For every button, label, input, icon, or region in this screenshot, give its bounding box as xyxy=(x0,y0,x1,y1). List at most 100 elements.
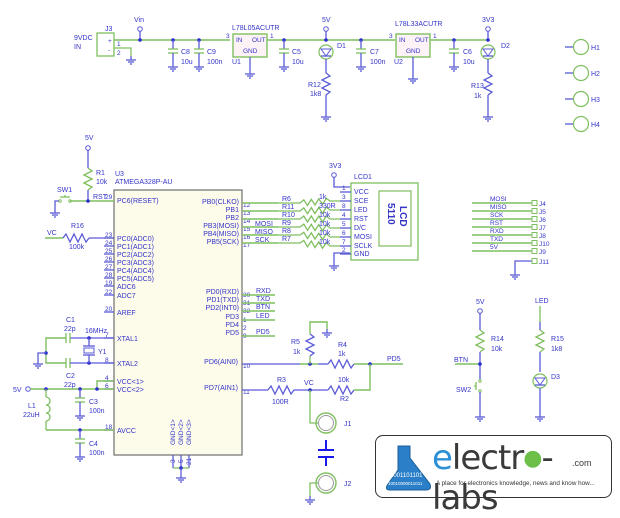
mcu-pin-number: 25 xyxy=(105,248,113,255)
resistor-r2 xyxy=(327,384,355,396)
resistor-r16 xyxy=(62,232,90,244)
j3-plus: + xyxy=(108,38,112,45)
mcu-pin-number: 22 xyxy=(105,289,113,296)
lcd-pin-name: SCE xyxy=(354,198,369,205)
lcd-pin-number: 5 xyxy=(342,221,346,228)
mcu-pin-number: 17 xyxy=(243,242,251,249)
j3-ref: J3 xyxy=(105,26,113,33)
header-gnd-wire xyxy=(514,260,532,271)
r4-value: 1k xyxy=(338,351,346,358)
l1-value: 22uH xyxy=(23,412,40,419)
header-net-label: SCK xyxy=(490,212,504,219)
lcd-pin-name: SCLK xyxy=(354,243,373,250)
lcd-pin-name: MOSI xyxy=(354,234,372,241)
led-d3 xyxy=(532,373,548,389)
vin-label: Vin xyxy=(134,17,144,24)
c4-ref: C4 xyxy=(89,441,98,448)
u1-in-label: IN xyxy=(236,37,243,44)
r15-value: 1k8 xyxy=(551,346,562,353)
led-circuit: LED R15 1k8 D3 xyxy=(532,298,564,422)
header-pin xyxy=(531,248,538,254)
c8-value: 10u xyxy=(181,59,193,66)
mcu-pin-number: 14 xyxy=(243,218,251,225)
mcu-pin-name: AVCC xyxy=(117,428,136,435)
r12-ref: R12 xyxy=(308,82,321,89)
mcu-pin-name: PD2(INT0) xyxy=(206,305,239,312)
pd6-pin-name: PD6(AIN0) xyxy=(204,359,238,366)
mcu-pin-name: XTAL2 xyxy=(117,361,138,368)
mcu-body xyxy=(113,189,243,456)
mcu-pin-name: PB5(SCK) xyxy=(207,239,239,246)
c7-value: 100n xyxy=(370,59,386,66)
header-pin-ref: J4 xyxy=(539,201,546,208)
chip-icon: ● xyxy=(523,446,542,471)
j3-connector xyxy=(96,32,115,57)
mcu-pin-name: XTAL1 xyxy=(117,336,138,343)
lcd-resistor-value: 10k xyxy=(319,212,331,219)
lcd-resistor-value: 1k xyxy=(319,194,327,201)
u2-in-label: IN xyxy=(399,37,406,44)
mcu-pin-name: PC4(ADC4) xyxy=(117,268,154,275)
r1-ref: R1 xyxy=(96,170,105,177)
mcu-pin-name: PC2(ADC2) xyxy=(117,252,154,259)
u2-pin-out: 1 xyxy=(433,33,437,40)
r4-ref: R4 xyxy=(338,342,347,349)
led-d2 xyxy=(480,44,496,60)
mcu-pin-name: PB0(CLKO) xyxy=(202,199,239,206)
d2-ref: D2 xyxy=(501,43,510,50)
mcu-pin-number: 16 xyxy=(243,234,251,241)
header-net-label: RST xyxy=(490,220,503,227)
mcu-pin-number: 2 xyxy=(243,325,247,332)
crystal-y1 xyxy=(83,347,95,354)
pd5-net-label: PD5 xyxy=(387,356,401,363)
r16-ref: R16 xyxy=(71,223,84,230)
lcd-resistor-ref: R10 xyxy=(282,212,295,219)
mcu-u3: U3 ATMEGA328P-AU 5V R1 10k RST 29 PC6(RE… xyxy=(45,135,278,483)
hole-h1 xyxy=(572,38,590,56)
mcu-ref: U3 xyxy=(115,171,124,178)
c5-ref: C5 xyxy=(292,49,301,56)
lcd-resistor-value: 10k xyxy=(319,230,331,237)
mcu-pin-number: 19 xyxy=(105,280,113,287)
mcu-pin-number: 26 xyxy=(105,256,113,263)
u1-out-label: OUT xyxy=(252,37,266,44)
avcc-5v-label: 5V xyxy=(13,387,22,394)
mcu-pin-name: PC5(ADC5) xyxy=(117,276,154,283)
u2-ref: U2 xyxy=(394,59,403,66)
crystal-section: C1 22p 16MHz C2 22p Y1 xyxy=(32,317,114,389)
resistor-r15 xyxy=(534,329,546,353)
u1-pin-out: 1 xyxy=(270,33,274,40)
lcd-pin-name: LED xyxy=(354,207,368,214)
mcu-pin-name: PC1(ADC1) xyxy=(117,244,154,251)
net-label: LED xyxy=(256,313,270,320)
resistor-r3 xyxy=(267,384,295,396)
resistor-r14 xyxy=(474,329,486,353)
u2-out-label: OUT xyxy=(415,37,429,44)
mcu-part: ATMEGA328P-AU xyxy=(115,179,172,186)
lcd-pin-name: D/C xyxy=(354,225,366,232)
h1-label: H1 xyxy=(591,45,600,52)
pd7-pin-num: 11 xyxy=(243,389,250,396)
lcd-pin-name: GND xyxy=(354,251,370,258)
header-pin xyxy=(531,224,538,230)
header-pin xyxy=(531,208,538,214)
logo-e: e xyxy=(432,438,453,478)
btn-net-label: BTN xyxy=(454,357,468,364)
header-net-label: RXD xyxy=(490,228,504,235)
electro-labs-logo[interactable]: 1001101101 10010000011011 electr●-labs .… xyxy=(375,435,612,518)
j3-pin2: 2 xyxy=(117,50,121,57)
sw2-ref: SW2 xyxy=(456,387,471,394)
lcd-pin-number: 4 xyxy=(342,212,346,219)
c7-ref: C7 xyxy=(370,49,379,56)
mcu-pin-number: 28 xyxy=(105,272,113,279)
mcu-pin-name: PD4 xyxy=(225,322,239,329)
lcd-pin-number: 3 xyxy=(342,194,346,201)
reset-pin-num: 29 xyxy=(105,194,113,201)
mcu-pin-number: 18 xyxy=(105,424,113,431)
resistor-r13 xyxy=(482,72,494,96)
h4-label: H4 xyxy=(591,122,600,129)
lcd-pin-number: 6 xyxy=(342,230,346,237)
lcd-pin-number: 8 xyxy=(342,203,346,210)
mcu-portd-pins: PD0(RXD)30RXDPD1(TXD)31TXDPD2(INT0)32BTN… xyxy=(206,288,275,340)
